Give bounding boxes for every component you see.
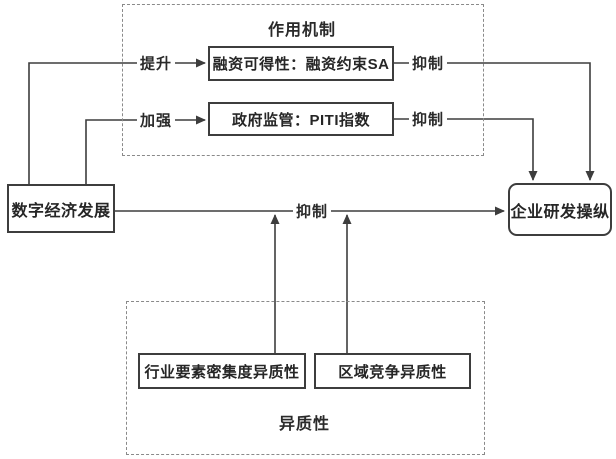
mechanism-group-title: 作用机制 [267, 22, 336, 39]
node-digital-economy-development: 数字经济发展 [7, 184, 115, 233]
node-industry-factor-intensity-heterogeneity: 行业要素密集度异质性 [138, 353, 306, 389]
node-financing-availability: 融资可得性：融资约束SA [208, 46, 394, 81]
edge-financing-to-rd [394, 62, 595, 181]
edge-label-suppress-regulation: 抑制 [408, 108, 448, 130]
heterogeneity-group-box [126, 301, 485, 455]
node-enterprise-rd-manipulation: 企业研发操纵 [508, 183, 612, 236]
node-regional-competition-heterogeneity: 区域竞争异质性 [314, 353, 471, 389]
edge-label-suppress-main: 抑制 [292, 200, 332, 222]
edge-label-strengthen: 加强 [136, 109, 176, 131]
heterogeneity-group-title: 异质性 [278, 416, 330, 433]
edge-label-suppress-financing: 抑制 [408, 52, 448, 74]
mechanism-group-box [122, 4, 484, 156]
edge-label-promote: 提升 [136, 52, 176, 74]
node-government-regulation: 政府监管：PITI指数 [208, 102, 394, 136]
